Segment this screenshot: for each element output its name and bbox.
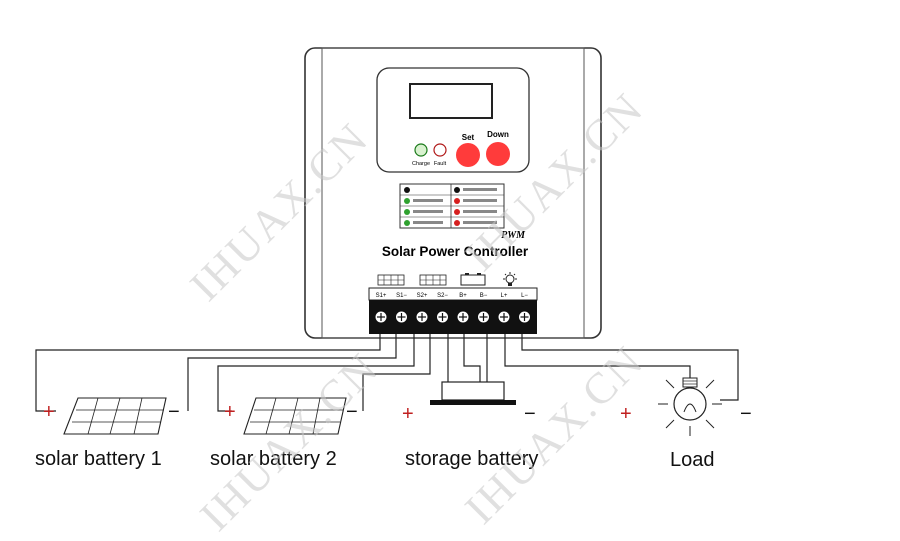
load-plus: + <box>620 403 632 425</box>
terminal-label: B+ <box>459 293 467 299</box>
solar-2-minus: − <box>346 401 358 423</box>
set-button[interactable] <box>456 143 480 167</box>
wiring <box>35 334 739 412</box>
solar-battery-2-label: solar battery 2 <box>210 448 337 470</box>
storage-plus: + <box>402 403 414 425</box>
down-button-label: Down <box>487 130 509 139</box>
terminal-label: S1+ <box>376 293 387 299</box>
solar-battery-1-label: solar battery 1 <box>35 448 162 470</box>
terminal-label: S2− <box>437 293 448 299</box>
fault-led-label: Fault <box>434 161 447 167</box>
load-label: Load <box>670 449 715 471</box>
storage-minus: − <box>524 403 536 425</box>
charge-led-label: Charge <box>412 161 430 167</box>
load-lamp-icon: + − <box>620 377 752 436</box>
controller-title: Solar Power Controller <box>382 244 529 259</box>
solar-2-plus: + <box>224 401 236 423</box>
terminal-label: S2+ <box>417 293 428 299</box>
load-minus: − <box>740 403 752 425</box>
controller-unit: Charge Fault Set Down <box>304 47 602 339</box>
battery-icon <box>460 273 486 286</box>
terminal-label: B− <box>480 293 488 299</box>
terminal-block: S1+ S1− S2+ S2− B+ B− L+ L− <box>368 287 538 334</box>
set-button-label: Set <box>462 133 475 142</box>
solar-battery-1: + − <box>43 397 180 435</box>
solar-panel-2-icon <box>419 274 447 286</box>
fault-led <box>433 143 447 157</box>
terminal-label: L+ <box>501 293 508 299</box>
terminal-label: L− <box>521 293 528 299</box>
storage-battery: + − <box>402 381 536 425</box>
solar-panel-1-icon <box>377 274 405 286</box>
solar-1-plus: + <box>43 401 55 423</box>
down-button[interactable] <box>486 142 510 166</box>
solar-1-minus: − <box>168 401 180 423</box>
charge-led <box>414 143 428 157</box>
terminal-label: S1− <box>396 293 407 299</box>
lamp-icon <box>503 272 517 286</box>
lcd-screen <box>409 83 493 119</box>
indicator-legend <box>399 183 505 229</box>
solar-battery-2: + − <box>224 397 358 435</box>
storage-battery-label: storage battery <box>405 448 539 470</box>
mode-label: PWM <box>501 230 526 241</box>
